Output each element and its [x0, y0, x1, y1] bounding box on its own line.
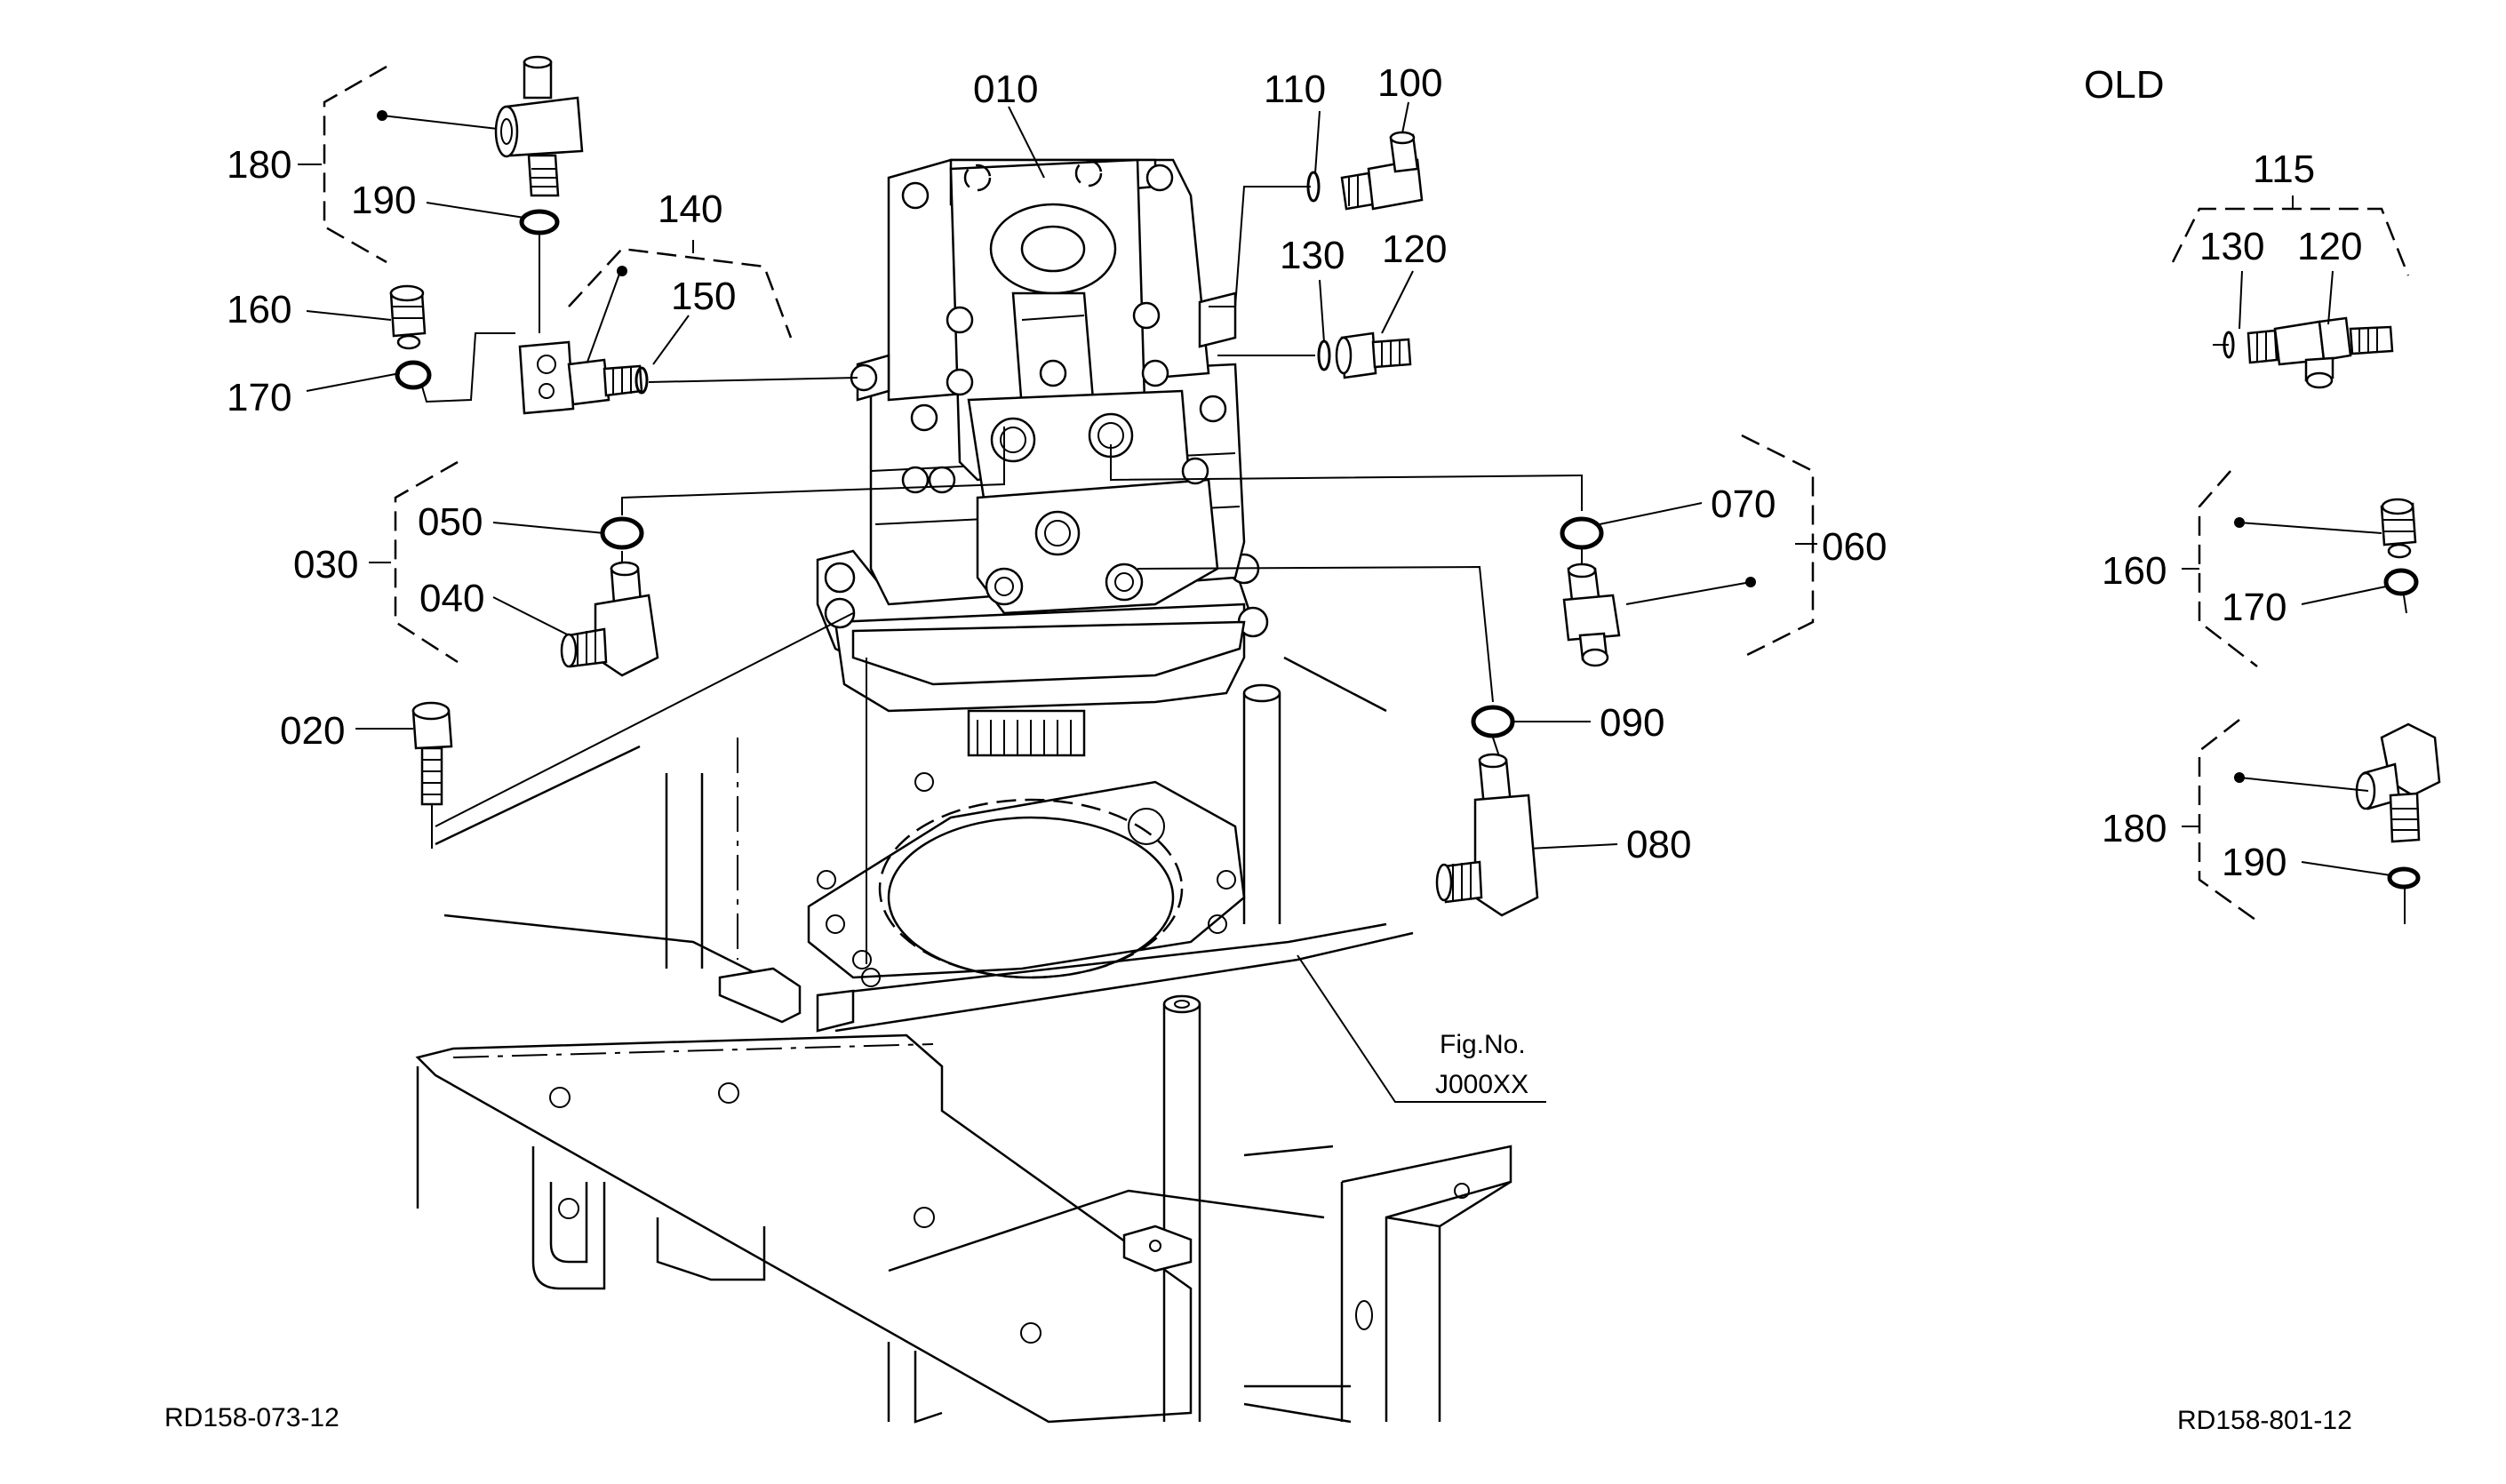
label-080: 080 [1626, 823, 1691, 866]
label-150: 150 [671, 275, 736, 318]
label-110: 110 [1264, 68, 1326, 111]
dot-140 [617, 266, 627, 276]
label-160: 160 [227, 288, 291, 331]
old-label-160: 160 [2102, 549, 2167, 593]
old-leader-180 [2239, 777, 2369, 792]
label-020: 020 [280, 709, 345, 753]
label-030: 030 [293, 543, 358, 586]
footer-left-code: RD158-073-12 [164, 1403, 339, 1432]
part-080-elbow [1435, 753, 1539, 917]
old-part-170-o-ring [2383, 568, 2419, 596]
label-010: 010 [973, 68, 1038, 111]
part-labels: 010 020 030 040 050 060 070 080 090 100 … [227, 61, 2362, 884]
label-120: 120 [1382, 227, 1447, 271]
dot-180 [377, 110, 387, 121]
part-070-o-ring [1560, 516, 1604, 550]
part-140-adapter [518, 340, 643, 415]
frame-structure [415, 656, 1512, 1424]
old-part-160-plug [2380, 498, 2419, 614]
part-180-tee-fitting [494, 55, 584, 197]
label-090: 090 [1600, 701, 1664, 745]
old-label-180: 180 [2102, 807, 2167, 850]
label-130: 130 [1280, 234, 1345, 277]
label-050: 050 [418, 500, 483, 544]
footer: RD158-073-12 RD158-801-12 [164, 1403, 2352, 1435]
fig-ref-line2: J000XX [1435, 1070, 1528, 1099]
label-070: 070 [1711, 483, 1776, 526]
part-050-o-ring [600, 516, 644, 550]
part-130-o-ring [1317, 339, 1331, 371]
old-label-120: 120 [2297, 225, 2362, 268]
part-020-bolt [411, 701, 453, 849]
old-label-115: 115 [2253, 148, 2315, 191]
label-100: 100 [1377, 61, 1442, 105]
fittings [377, 55, 2441, 924]
label-190: 190 [351, 179, 416, 222]
part-190-o-ring [519, 209, 560, 235]
part-170-o-ring [395, 360, 432, 390]
old-leader-170 [2301, 586, 2387, 605]
figure-reference: Fig.No. J000XX [1435, 1030, 1528, 1099]
leader-lines [298, 101, 1817, 1103]
old-part-190-o-ring [2387, 866, 2421, 890]
part-040-elbow [560, 561, 659, 677]
part-090-o-ring [1471, 705, 1515, 738]
old-part-115-fitting [2213, 316, 2394, 389]
label-040: 040 [419, 577, 484, 620]
old-leader-130 [2239, 270, 2243, 330]
part-120-plug [1335, 331, 1412, 379]
label-180: 180 [227, 143, 291, 187]
old-label-170: 170 [2222, 586, 2287, 629]
swing-motor-assembly [816, 158, 1269, 757]
old-leader-160 [2239, 522, 2382, 534]
footer-right-code: RD158-801-12 [2177, 1406, 2352, 1435]
label-140: 140 [658, 187, 722, 231]
part-110-o-ring [1306, 171, 1321, 203]
fig-ref-line1: Fig.No. [1440, 1030, 1526, 1059]
old-leader-190 [2301, 861, 2391, 876]
label-060: 060 [1822, 525, 1887, 569]
old-heading: OLD [2084, 63, 2164, 107]
old-leader-120 [2327, 270, 2334, 325]
old-label-190: 190 [2222, 841, 2287, 884]
label-170: 170 [227, 376, 291, 419]
mounting-flange [807, 772, 1246, 987]
old-part-180-elbow [2355, 722, 2441, 924]
part-160-plug [389, 284, 427, 350]
dot-060 [1745, 577, 1756, 587]
part-100-elbow [1340, 131, 1424, 211]
group-brackets [323, 65, 2410, 926]
part-060-fitting [1562, 562, 1621, 667]
old-label-130: 130 [2199, 225, 2264, 268]
part-150-o-ring [634, 366, 649, 395]
